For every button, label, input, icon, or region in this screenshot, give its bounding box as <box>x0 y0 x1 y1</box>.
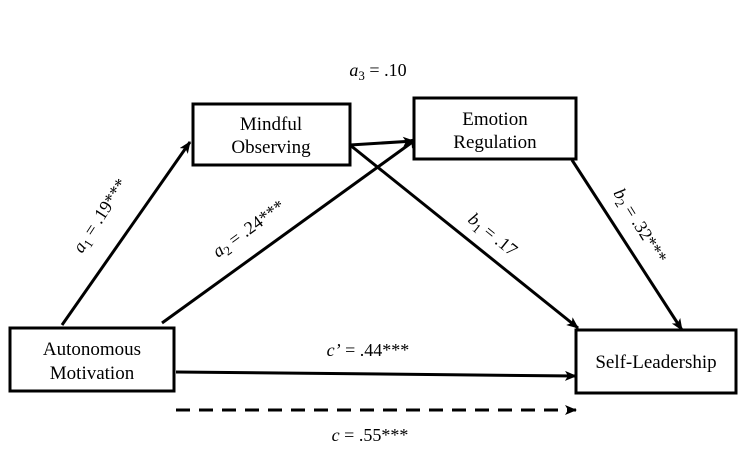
node-self-leadership-label: Self-Leadership <box>595 352 716 373</box>
node-emotion-regulation-line1: Emotion <box>462 109 528 130</box>
label-b2-value: = .32*** <box>618 198 671 267</box>
label-a3-sub: 3 <box>358 68 365 83</box>
path-c-prime-arrow <box>175 370 577 381</box>
node-autonomous-motivation-line2: Motivation <box>50 363 135 384</box>
node-mindful-observing-line1: Mindful <box>240 114 302 135</box>
node-autonomous-motivation: Autonomous Motivation <box>8 326 176 393</box>
label-c-symbol: c <box>332 425 340 445</box>
label-c-prime-value: = .44*** <box>341 340 410 360</box>
label-c-value: = .55*** <box>340 425 409 445</box>
label-a2-value: = .24*** <box>221 196 288 253</box>
label-c-prime-symbol: c’ <box>327 340 341 360</box>
node-mindful-observing-line2: Observing <box>231 137 311 158</box>
label-b1: b1 = .17 <box>463 209 522 263</box>
path-a2-arrow <box>161 136 419 325</box>
node-self-leadership: Self-Leadership <box>574 328 738 395</box>
node-mindful-observing: Mindful Observing <box>191 102 352 167</box>
label-c: c = .55*** <box>332 425 409 445</box>
path-a1-arrow <box>60 141 192 326</box>
label-c-prime: c’ = .44*** <box>327 340 410 360</box>
path-a3-arrow <box>349 136 415 147</box>
label-a1: a1 = .19*** <box>69 175 134 258</box>
node-emotion-regulation-line2: Regulation <box>453 132 537 153</box>
path-b2-arrow <box>570 159 684 331</box>
label-a3-value: = .10 <box>365 60 407 80</box>
label-a2: a2 = .24*** <box>209 196 291 264</box>
node-emotion-regulation: Emotion Regulation <box>412 96 578 161</box>
path-b1-arrow <box>349 143 579 330</box>
label-a3: a3 = .10 <box>349 60 406 83</box>
label-a1-value: = .19*** <box>77 175 131 243</box>
node-autonomous-motivation-line1: Autonomous <box>43 339 141 360</box>
label-a3-symbol: a <box>349 60 358 80</box>
